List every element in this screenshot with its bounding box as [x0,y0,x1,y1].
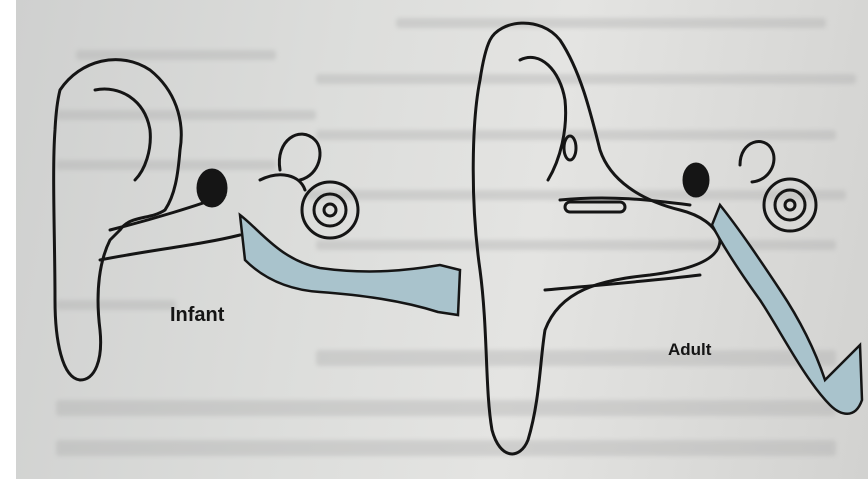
adult-auricle [473,23,720,454]
adult-semicircular-canal [740,142,774,182]
infant-ear-canal-lower [100,235,240,260]
adult-cochlea [764,179,816,231]
infant-eardrum [198,170,226,206]
adult-eustachian-tube [712,205,862,414]
adult-auricle-inner-fold [520,57,566,180]
adult-ear-canal-slot [565,202,625,212]
adult-concha [564,136,576,160]
infant-label: Infant [170,304,224,327]
infant-semicircular-canal [279,134,320,180]
infant-auricle [54,60,182,380]
adult-label: Adult [668,340,711,360]
adult-eardrum [684,164,708,196]
infant-auricle-inner-fold [95,89,150,180]
infant-cochlea [302,182,358,238]
